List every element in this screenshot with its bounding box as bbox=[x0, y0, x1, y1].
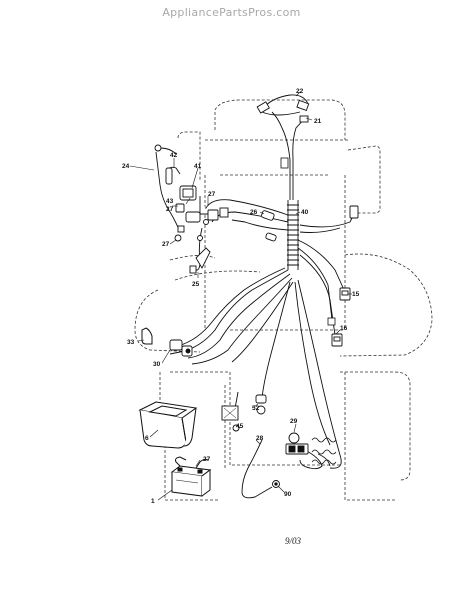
connector-15-lower bbox=[327, 317, 336, 326]
callout-21: 21 bbox=[314, 118, 322, 125]
callout-27a: 27 bbox=[166, 206, 174, 213]
clip-33 bbox=[141, 327, 153, 345]
callout-43: 43 bbox=[166, 198, 174, 205]
callout-28: 28 bbox=[256, 435, 264, 442]
callout-27b: 27 bbox=[208, 191, 216, 198]
callout-27c: 27 bbox=[162, 241, 170, 248]
callout-40: 40 bbox=[301, 209, 309, 216]
callout-25: 25 bbox=[192, 281, 200, 288]
callout-16: 16 bbox=[340, 325, 348, 332]
callout-41: 41 bbox=[194, 163, 202, 170]
battery-1 bbox=[170, 456, 212, 497]
drawing-date: 9/03 bbox=[285, 536, 302, 546]
callout-1: 1 bbox=[151, 498, 155, 505]
callout-22: 22 bbox=[296, 88, 304, 95]
terminal-90 bbox=[272, 480, 280, 488]
coil-cord bbox=[311, 437, 337, 465]
switch-16 bbox=[331, 333, 343, 347]
callout-52: 52 bbox=[252, 405, 260, 412]
callout-labels: 22 21 24 42 41 43 27 27 27 25 26 40 15 1… bbox=[122, 88, 360, 505]
bracket-25 bbox=[189, 247, 211, 274]
connector-29 bbox=[285, 432, 309, 455]
inline-connector-top bbox=[280, 157, 289, 169]
callout-6: 6 bbox=[145, 435, 149, 442]
site-watermark: AppliancePartsPros.com bbox=[162, 6, 301, 19]
callout-27d: 27 bbox=[203, 456, 211, 463]
connector-30 bbox=[169, 339, 193, 357]
ignition-switch-cluster bbox=[165, 166, 229, 233]
callout-42: 42 bbox=[170, 152, 178, 159]
callout-90: 90 bbox=[284, 491, 292, 498]
callout-33: 33 bbox=[127, 339, 135, 346]
connector-26 bbox=[261, 210, 277, 242]
top-connector-22 bbox=[256, 99, 310, 123]
callout-29: 29 bbox=[290, 418, 298, 425]
module-45 bbox=[221, 405, 240, 432]
callout-30: 30 bbox=[153, 361, 161, 368]
callout-26: 26 bbox=[250, 209, 258, 216]
callout-24: 24 bbox=[122, 163, 130, 170]
connector-right-top bbox=[349, 205, 359, 219]
leader-lines bbox=[129, 91, 352, 501]
ring-terminals bbox=[154, 144, 209, 242]
callout-45: 45 bbox=[236, 423, 244, 430]
connector-52 bbox=[255, 394, 267, 415]
callout-15: 15 bbox=[352, 291, 360, 298]
battery-tray-6 bbox=[138, 401, 198, 449]
